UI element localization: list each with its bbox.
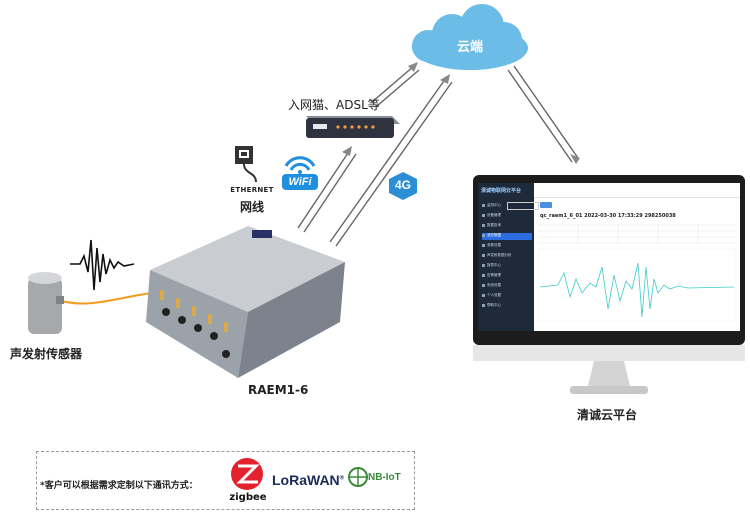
screen-menu-item: 报表中心	[482, 263, 532, 270]
4g-label: 4G	[394, 178, 411, 192]
screen-device-select	[507, 202, 539, 210]
acoustic-sensor-icon	[28, 272, 64, 334]
lorawan-registered-mark: ®	[339, 475, 345, 482]
raem1-6-device-icon	[146, 226, 345, 378]
screen-topbar	[534, 183, 740, 198]
lorawan-label: LoRaWAN®	[272, 472, 345, 488]
screen-query-button	[540, 202, 552, 208]
platform-screen: 清诚物联网云平台 监测中心设备管理数据查询波形数据参数设置声发射数据分析报表中心…	[478, 183, 740, 331]
sensor-cable	[57, 291, 161, 305]
screen-menu-item: 帮助中心	[482, 303, 532, 310]
screen-menu-label: 系统设置	[487, 283, 501, 287]
screen-menu-label: 告警管理	[487, 273, 501, 277]
screen-menu-item: 设备管理	[482, 213, 532, 220]
screen-menu-label: 设备管理	[487, 213, 501, 217]
screen-sidebar: 清诚物联网云平台 监测中心设备管理数据查询波形数据参数设置声发射数据分析报表中心…	[478, 183, 534, 331]
screen-menu-label: 帮助中心	[487, 303, 501, 307]
screen-menu-item: 告警管理	[482, 273, 532, 280]
cloud-icon	[412, 4, 528, 70]
router-cloud-link	[371, 65, 420, 107]
cloud-label: 云端	[456, 40, 483, 55]
screen-menu-label: 参数设置	[487, 243, 501, 247]
ethernet-label: 网线	[239, 200, 264, 214]
screen-menu-item: 监测中心	[482, 203, 532, 210]
device-router-link	[297, 149, 357, 233]
nbiot-logo	[348, 467, 368, 487]
ethernet-icon-text: ETHERNET	[230, 186, 274, 194]
screen-menu-label: 监测中心	[487, 203, 501, 207]
screen-menu-label: 声发射数据分析	[487, 253, 512, 257]
sensor-label: 声发射传感器	[10, 347, 83, 361]
device-cloud-4g-link	[329, 77, 453, 247]
lorawan-text: LoRaWAN	[272, 472, 340, 488]
screen-app-title: 清诚物联网云平台	[481, 188, 522, 194]
platform-label: 清诚云平台	[577, 408, 638, 422]
menu-bullet-icon	[482, 243, 485, 247]
wifi-label: WiFi	[282, 174, 318, 190]
menu-bullet-icon	[482, 223, 485, 227]
router-label: 入网猫、ADSL等	[288, 98, 380, 112]
menu-bullet-icon	[482, 253, 485, 257]
zigbee-logo	[231, 458, 263, 490]
cloud-platform-link	[507, 65, 579, 163]
device-label: RAEM1-6	[248, 383, 309, 397]
ethernet-icon	[235, 146, 257, 183]
menu-bullet-icon	[482, 263, 485, 267]
screen-menu-item: 系统设置	[482, 283, 532, 290]
menu-bullet-icon	[482, 233, 485, 237]
nbiot-label: NB-IoT	[368, 472, 401, 483]
signal-waveform	[70, 239, 135, 291]
screen-menu-item: 声发射数据分析	[482, 253, 532, 260]
screen-menu-item: 波形数据	[482, 233, 532, 240]
menu-bullet-icon	[482, 203, 485, 207]
4g-badge	[389, 172, 417, 200]
screen-menu-item: 个人设置	[482, 293, 532, 300]
menu-bullet-icon	[482, 283, 485, 287]
router-icon	[306, 116, 400, 138]
screen-menu-label: 个人设置	[487, 293, 501, 297]
menu-bullet-icon	[482, 213, 485, 217]
screen-menu-label: 数据查询	[487, 223, 501, 227]
menu-bullet-icon	[482, 293, 485, 297]
menu-bullet-icon	[482, 273, 485, 277]
screen-menu-item: 数据查询	[482, 223, 532, 230]
options-text: *客户可以根据需求定制以下通讯方式：	[40, 481, 198, 491]
screen-menu-label: 波形数据	[487, 233, 501, 237]
screen-menu-label: 报表中心	[487, 263, 501, 267]
menu-bullet-icon	[482, 303, 485, 307]
options-box	[36, 451, 415, 510]
screen-heading: qc_raem1_6_01 2022-03-30 17:33:29 298250…	[540, 213, 676, 219]
screen-menu-item: 参数设置	[482, 243, 532, 250]
monitor-stand	[473, 345, 745, 394]
wifi-icon	[284, 156, 316, 174]
screen-waveform	[539, 262, 735, 318]
zigbee-label: zigbee	[229, 492, 267, 503]
screen-content	[538, 224, 736, 322]
